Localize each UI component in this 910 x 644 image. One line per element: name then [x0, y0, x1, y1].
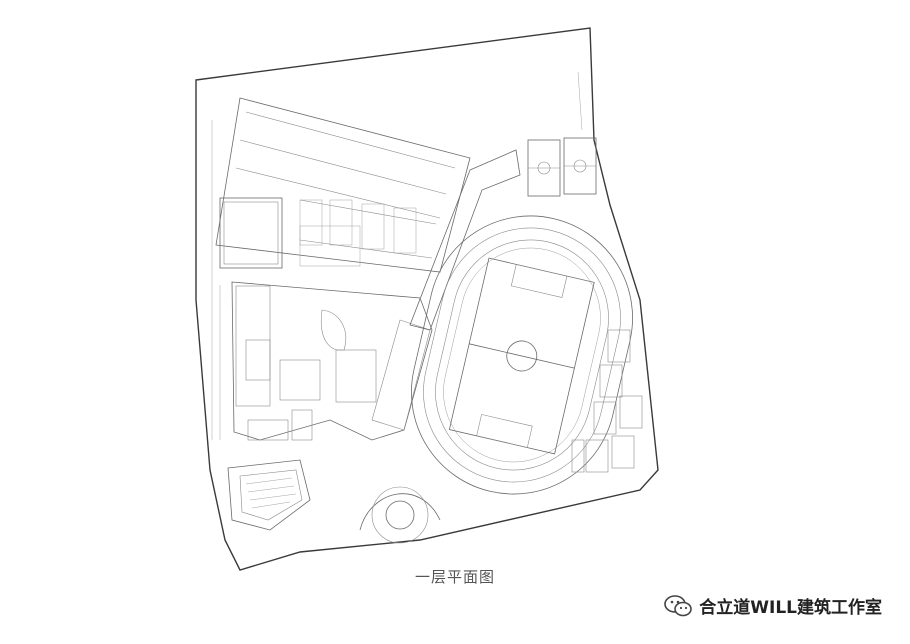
main-building: [231, 281, 433, 441]
side-courts: [571, 329, 643, 473]
connector-corridor: [409, 149, 521, 331]
parking-area: [215, 97, 471, 273]
wechat-icon: [664, 594, 693, 616]
watermark: 合立道WILL建筑工作室: [663, 593, 882, 618]
watermark-text: 合立道WILL建筑工作室: [699, 598, 882, 618]
running-track: [411, 215, 633, 495]
basketball-courts: [527, 137, 597, 197]
site-boundary: [195, 27, 659, 571]
west-building: [219, 197, 283, 269]
drawing-caption: 一层平面图: [414, 568, 495, 586]
auditorium: [227, 459, 311, 531]
entrance-plaza: [359, 486, 441, 544]
